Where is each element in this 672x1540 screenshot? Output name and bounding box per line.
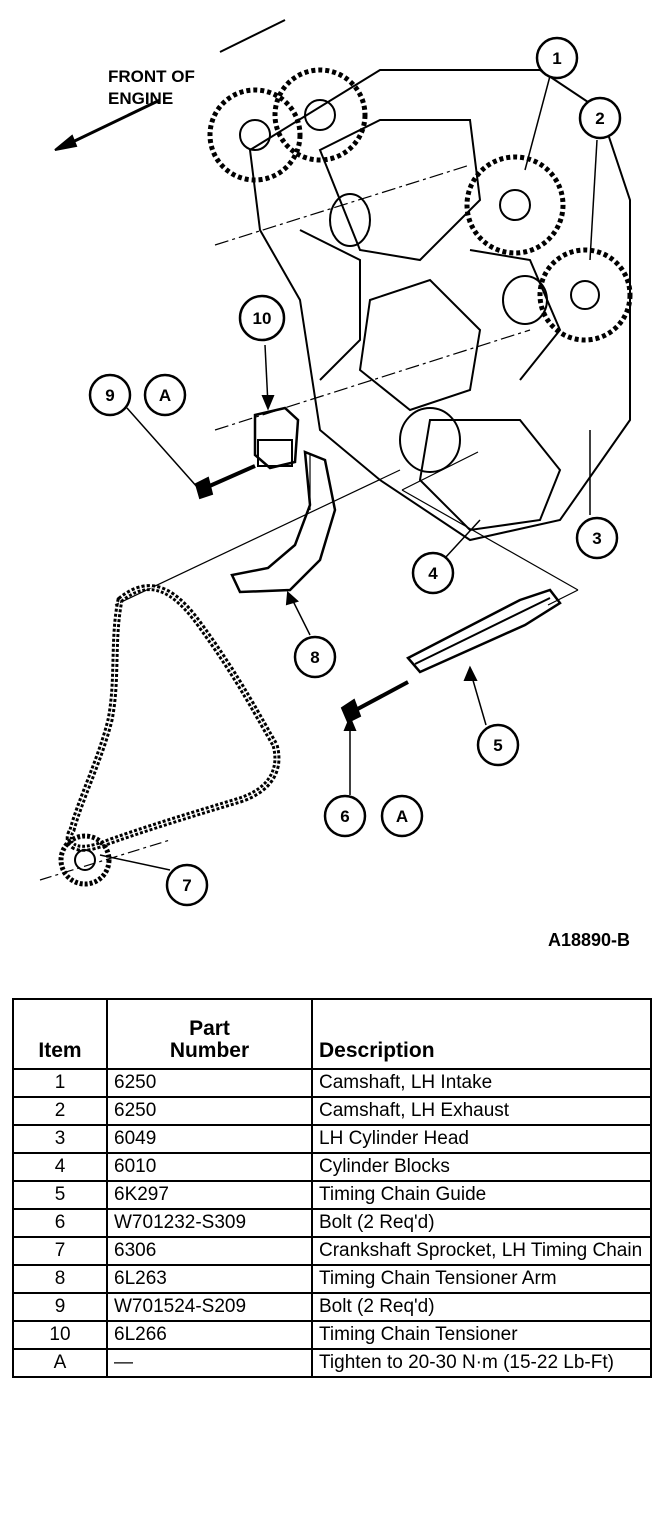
header-part-number-line1: Part [189,1017,230,1040]
description-cell: Tighten to 20-30 N·m (15-22 Lb-Ft) [311,1348,652,1378]
item-cell: 4 [12,1152,108,1182]
header-part-number-line2: Number [169,1039,250,1062]
part-number-cell: 6049 [106,1124,313,1154]
svg-text:9: 9 [105,386,114,405]
item-cell: 9 [12,1292,108,1322]
tensioner-arm [230,450,337,594]
item-cell: A [12,1348,108,1378]
description-cell: Bolt (2 Req'd) [311,1292,652,1322]
item-cell: 3 [12,1124,108,1154]
description-cell: Timing Chain Tensioner Arm [311,1264,652,1294]
timing-chain [65,584,281,852]
bolt-6 [340,680,409,724]
part-number-cell: W701524-S209 [106,1292,313,1322]
svg-text:8: 8 [310,648,319,667]
callout-4: 4 [411,551,455,595]
item-cell: 2 [12,1096,108,1126]
callout-7: 7 [165,863,209,907]
callout-6: 6 [323,794,367,838]
svg-text:3: 3 [592,529,601,548]
timing-chain-tensioner [253,406,300,470]
part-number-cell: 6010 [106,1152,313,1182]
figure-id: A18890-B [547,930,630,950]
item-cell: 6 [12,1208,108,1238]
callout-5: 5 [476,723,520,767]
svg-text:A: A [159,386,171,405]
item-cell: 8 [12,1264,108,1294]
svg-text:5: 5 [493,736,502,755]
callout-10: 10 [238,294,286,342]
callout-9: 9 [88,373,132,417]
cam-sprocket-lh-intake [464,154,566,256]
part-number-cell: W701232-S309 [106,1208,313,1238]
item-cell: 10 [12,1320,108,1350]
front-label-line1: FRONT OF [108,67,195,86]
table-row: A—Tighten to 20-30 N·m (15-22 Lb-Ft) [12,1348,652,1378]
item-cell: 1 [12,1068,108,1098]
description-cell: Timing Chain Guide [311,1180,652,1210]
cam-sprocket-exhaust-front [272,67,368,163]
svg-text:10: 10 [253,309,272,328]
callout-a-lower: A [380,794,424,838]
cam-sprocket-lh-exhaust [537,247,633,343]
description-cell: Crankshaft Sprocket, LH Timing Chain [311,1236,652,1266]
description-cell: Camshaft, LH Exhaust [311,1096,652,1126]
callout-8: 8 [293,635,337,679]
front-label-line2: ENGINE [108,89,173,108]
cam-sprocket-intake-front [207,87,303,183]
description-cell: Bolt (2 Req'd) [311,1208,652,1238]
svg-text:6: 6 [340,807,349,826]
timing-chain-guide [406,588,562,674]
part-number-cell: — [106,1348,313,1378]
part-number-cell: 6L266 [106,1320,313,1350]
bolt-9 [194,464,256,500]
timing-chain-diagram: FRONT OF ENGINE [39,19,633,907]
part-number-cell: 6306 [106,1236,313,1266]
table-header-row: Item Part Number Description [12,998,652,1070]
svg-text:4: 4 [428,564,438,583]
header-item: Item [12,998,108,1070]
svg-text:1: 1 [552,49,561,68]
callout-a-upper: A [143,373,187,417]
part-number-cell: 6250 [106,1068,313,1098]
part-number-cell: 6K297 [106,1180,313,1210]
description-cell: Timing Chain Tensioner [311,1320,652,1350]
crankshaft-sprocket [39,833,171,887]
callout-2: 2 [578,96,622,140]
description-cell: LH Cylinder Head [311,1124,652,1154]
svg-text:2: 2 [595,109,604,128]
svg-text:7: 7 [182,876,191,895]
svg-text:A: A [396,807,408,826]
part-number-cell: 6250 [106,1096,313,1126]
front-arrow [54,19,286,151]
callout-1: 1 [535,36,579,80]
item-cell: 5 [12,1180,108,1210]
item-cell: 7 [12,1236,108,1266]
description-cell: Cylinder Blocks [311,1152,652,1182]
header-description: Description [311,998,652,1070]
callout-3: 3 [575,516,619,560]
part-number-cell: 6L263 [106,1264,313,1294]
header-part-number: Part Number [106,998,313,1070]
description-cell: Camshaft, LH Intake [311,1068,652,1098]
